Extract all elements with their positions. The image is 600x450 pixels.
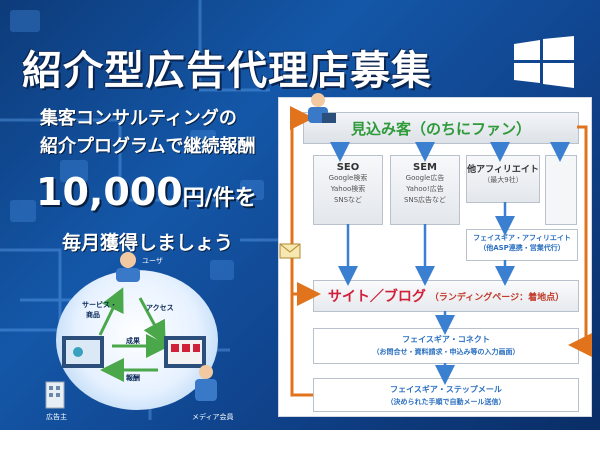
consultant-icon (308, 93, 336, 123)
connect-line-2: （お問合せ・資料請求・申込み等の入力画面） (372, 348, 520, 356)
sem-item: SNS広告など (403, 196, 447, 204)
arrow-orange-right-loop (568, 125, 592, 357)
subtitle-line-1: 集客コンサルティングの (40, 108, 237, 129)
media-member-icon (195, 365, 217, 401)
result-label: 成果 (126, 337, 140, 345)
monitor-advertiser-icon (62, 336, 104, 368)
sem-box: SEM Google広告 Yahoo!広告 SNS広告など (390, 155, 460, 225)
media-member-label: メディア会員 (192, 413, 234, 421)
prospect-box: 見込み客（のちにファン） (303, 112, 579, 144)
seo-item: Yahoo検索 (330, 185, 366, 193)
building-icon (45, 381, 65, 409)
envelope-icon (279, 243, 301, 259)
facegear-affiliate-box: フェイスギア・アフィリエイト （他ASP連携・営業代行） (466, 229, 578, 261)
stepmail-line-2: （決められた手順で自動メール送信） (386, 398, 506, 406)
reward-label: 報酬 (126, 374, 140, 382)
product-label: 商品 (86, 311, 100, 319)
flow-arrows (45, 93, 592, 409)
amount-unit: 円/件を (182, 186, 257, 211)
fs-affiliate-line-2: （他ASP連携・営業代行） (479, 244, 565, 252)
site-blog-box: サイト／ブログ （ランディングページ：着地点） (313, 280, 579, 312)
access-label: アクセス (146, 304, 174, 312)
service-label: サービス・ (82, 301, 117, 309)
seo-title: SEO (336, 162, 360, 173)
subtitle-line-2: 紹介プログラムで継続報酬 (40, 136, 256, 157)
banner-title: 紹介型広告代理店募集 (22, 48, 432, 94)
reward-amount: 10,000円/件を (36, 170, 257, 214)
arrow-left-diagram (98, 287, 170, 382)
monitor-media-icon (164, 336, 206, 368)
advertiser-label: 広告主 (46, 413, 67, 421)
arrow-prospect-affiliate (490, 142, 570, 162)
affiliate-title: 他アフィリエイト (467, 165, 539, 175)
user-figure-icon (116, 252, 140, 282)
sem-item: Yahoo!広告 (406, 185, 444, 193)
site-sub-label: （ランディングページ：着地点） (429, 292, 565, 303)
site-main-label: サイト／ブログ (327, 289, 426, 305)
amount-value: 10,000 (36, 170, 183, 214)
fs-affiliate-line-1: フェイスギア・アフィリエイト (473, 234, 571, 242)
sem-title: SEM (413, 162, 437, 173)
connect-line-1: フェイスギア・コネクト (402, 335, 490, 344)
stepmail-line-1: フェイスギア・ステップメール (390, 385, 502, 394)
seo-item: SNSなど (333, 196, 363, 204)
promo-banner: 紹介型広告代理店募集 集客コンサルティングの 紹介プログラムで継続報酬 10,0… (0, 0, 600, 430)
seo-box: SEO Google検索 Yahoo検索 SNSなど (313, 155, 383, 225)
affiliate-box: 他アフィリエイト （最大9社） (466, 155, 540, 203)
sem-item: Google広告 (405, 174, 445, 182)
affiliate-note: （最大9社） (483, 176, 523, 184)
affiliate-side-box (545, 155, 577, 225)
seo-item: Google検索 (328, 174, 368, 182)
user-label: ユーザ (142, 257, 163, 265)
windows-logo-icon (514, 36, 574, 88)
monthly-text: 毎月獲得しましょう (62, 232, 234, 254)
